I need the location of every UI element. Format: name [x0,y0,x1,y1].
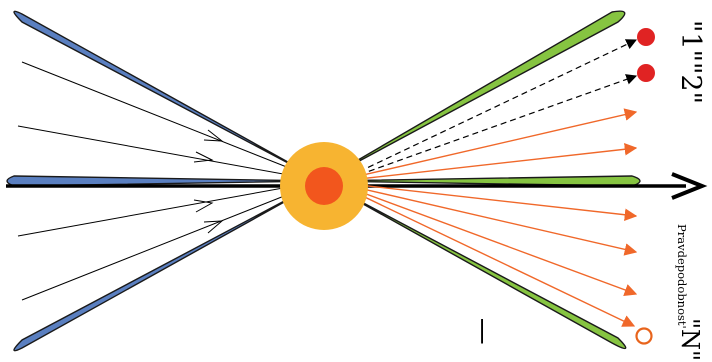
outgoing-lobe-upper [321,10,626,182]
track-chevron-icon [203,129,224,142]
incoming-track-1 [21,61,323,182]
arrowhead-right-icon [671,172,708,200]
incoming-track-3 [17,180,323,237]
outgoing-track [349,143,638,181]
incoming-lobe-upper [13,10,323,182]
outgoing-tracks [349,108,638,327]
interaction-core [280,142,368,230]
probability-label: Pravdepodobnost' [675,224,689,329]
incoming-lobe-lower [13,180,323,352]
incoming-lobes [6,10,323,352]
track-chevron-icon [193,199,214,213]
particle-1-label: "1" [675,20,706,62]
outgoing-track [349,187,638,296]
detected-particle-2-icon [637,64,655,82]
outgoing-track [349,108,638,179]
outgoing-track [349,185,638,256]
probability-n-label: "N" [676,318,704,361]
particle-2-label: "2" [675,62,706,104]
incoming-tracks [17,61,323,301]
outgoing-track-missing [349,189,636,327]
track-chevron-icon [203,220,224,234]
incoming-track-2 [17,125,323,182]
track-chevron-icon [193,151,214,163]
detected-tracks [349,39,638,179]
core-inner [305,167,343,205]
incoming-track-4 [21,180,323,301]
missing-particle-icon [635,327,653,345]
outgoing-lobe-lower [321,180,627,350]
outgoing-lobes [321,10,641,350]
minus-mark: | [478,316,486,345]
detected-track-1 [349,39,637,177]
detected-track-2 [349,74,638,179]
detected-particle-1-icon [637,28,655,46]
outgoing-track [349,183,638,221]
